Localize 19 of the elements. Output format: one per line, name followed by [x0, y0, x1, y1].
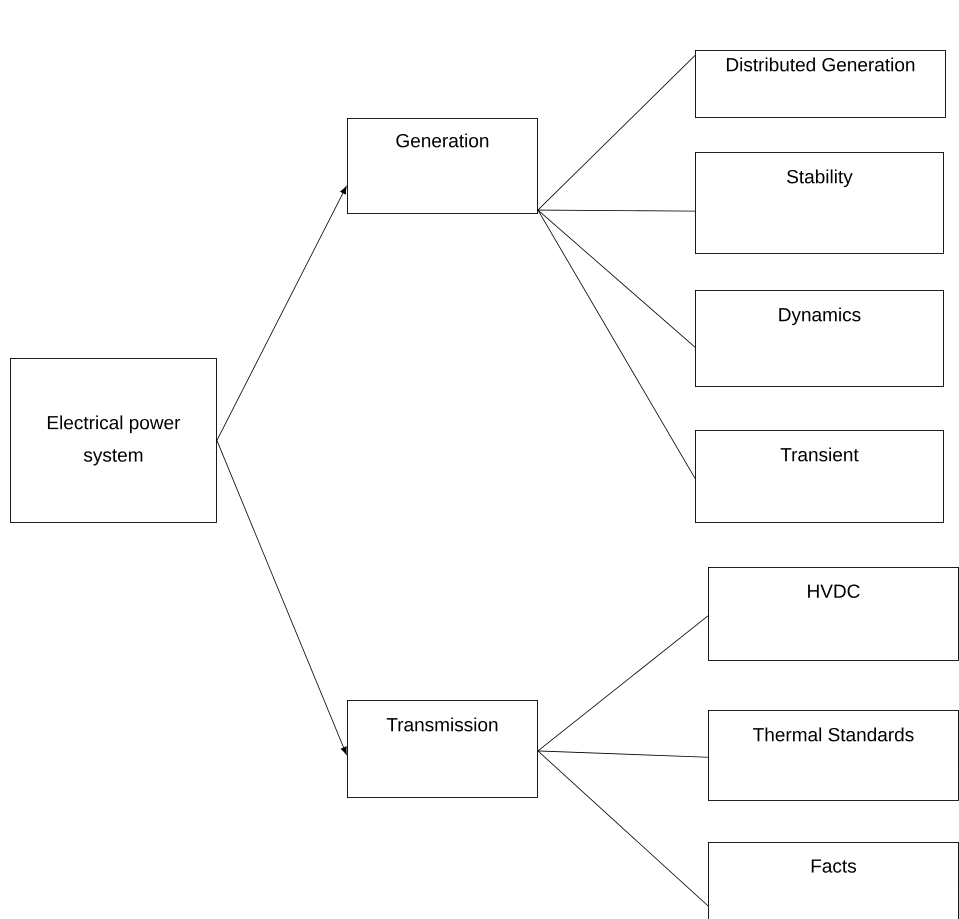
connector-line: [538, 750, 708, 906]
arrow: [216, 186, 347, 441]
box: HVDC: [708, 567, 959, 661]
box: Transient: [695, 430, 944, 523]
box: Facts: [708, 842, 959, 919]
box: Distributed Generation: [695, 50, 946, 118]
box: Stability: [695, 152, 944, 254]
connector-line: [538, 210, 696, 348]
box: Generation: [347, 118, 538, 214]
connector-line: [538, 55, 696, 210]
connector-line: [538, 615, 708, 752]
connector-line: [538, 210, 696, 212]
connector-line: [538, 750, 708, 758]
box: Thermal Standards: [708, 710, 959, 801]
box: Transmission: [347, 700, 538, 798]
arrow: [216, 440, 347, 755]
connector-line: [538, 210, 696, 479]
box: Electrical power system: [10, 358, 217, 523]
box: Dynamics: [695, 290, 944, 387]
